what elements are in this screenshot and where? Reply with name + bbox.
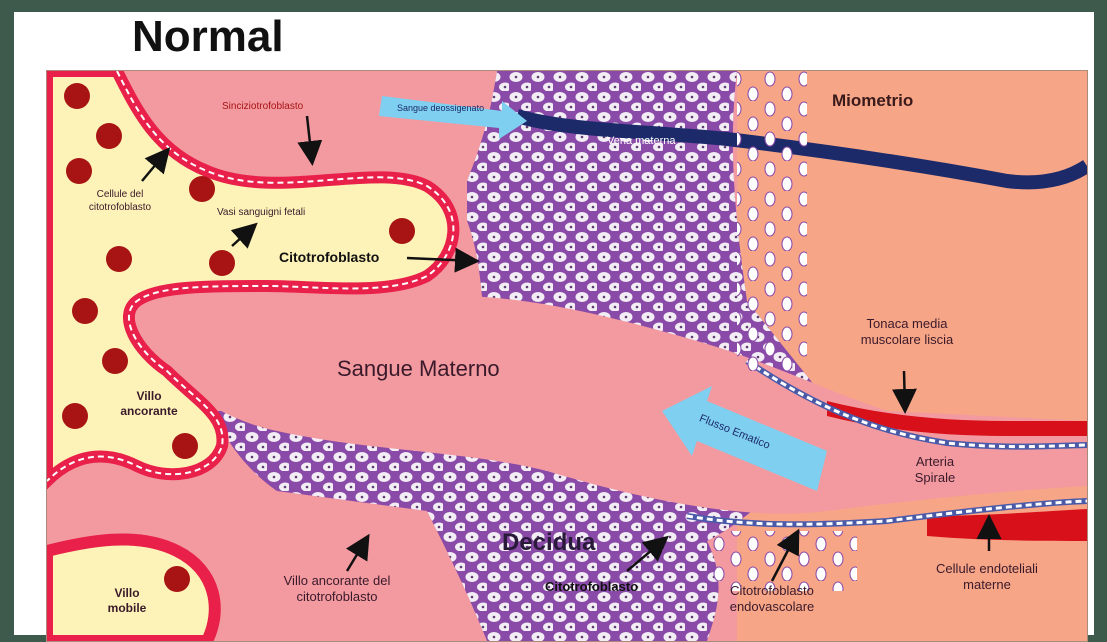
label-miometrio: Miometrio [832, 91, 913, 111]
label-villo-ancorante-citotrofoblasto: Villo ancorante del citotrofoblasto [262, 573, 412, 606]
label-villo-mobile: Villo mobile [97, 586, 157, 616]
label-sinciziotrofoblasto: Sinciziotrofoblasto [222, 101, 303, 112]
label-arteria-spirale: Arteria Spirale [905, 454, 965, 487]
label-villo-ancorante: Villo ancorante [109, 389, 189, 419]
label-cellule-citotrofoblasto: Cellule del citotrofoblasto [85, 189, 155, 214]
myometrium-cells [737, 71, 807, 371]
label-citotrofoblasto-decidua: Citotrofoblasto [545, 579, 638, 594]
label-citotrofoblasto-endovascolare: Citotrofoblasto endovascolare [712, 583, 832, 616]
label-sangue-materno: Sangue Materno [337, 356, 500, 382]
label-decidua: Decidua [502, 529, 595, 557]
label-vena-materna: Vena materna [607, 135, 676, 147]
slide-title: Normal [132, 12, 284, 62]
label-citotrofoblasto: Citotrofoblasto [279, 249, 379, 265]
label-sangue-deossigenato: Sangue deossigenato [397, 103, 484, 113]
placenta-diagram: Sinciziotrofoblasto Cellule del citotrof… [46, 70, 1088, 642]
label-cellule-endoteliali: Cellule endoteliali materne [927, 561, 1047, 594]
label-vasi-sanguigni-fetali: Vasi sanguigni fetali [217, 207, 305, 218]
label-tonaca-media: Tonaca media muscolare liscia [842, 316, 972, 349]
slide: Normal [14, 12, 1094, 635]
